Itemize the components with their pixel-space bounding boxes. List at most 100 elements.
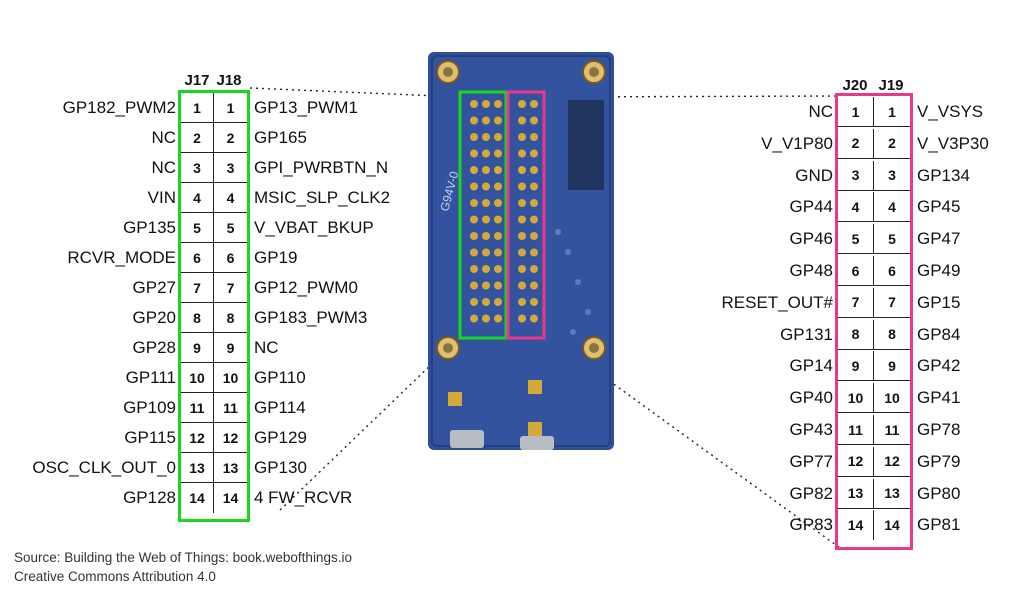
left-connector-box (178, 90, 250, 522)
pin-number-col1: 7 (838, 287, 874, 318)
pin-number-col1: 11 (181, 393, 214, 423)
header-pad (482, 314, 490, 323)
pin-number-col1: 14 (181, 483, 214, 513)
pin-number-col2: 7 (874, 288, 910, 318)
header-pad (518, 314, 526, 323)
pin-label-left: GP111 (125, 368, 176, 387)
pin-number-col2: 6 (874, 256, 910, 286)
header-pad (518, 100, 526, 108)
header-pad (482, 100, 490, 108)
pin-number-col2: 4 (874, 192, 910, 223)
header-pad (494, 100, 502, 108)
pin-label-right: GP49 (917, 261, 961, 280)
pin-number-col1: 10 (181, 363, 214, 393)
pin-label-left: GP77 (789, 451, 833, 471)
pin-number-col1: 1 (181, 93, 214, 123)
pin-label-right: GP12_PWM0 (254, 278, 358, 297)
pin-label-left: GP182_PWM2 (62, 98, 176, 117)
pin-label-left: GP115 (124, 428, 176, 447)
source-line: Source: Building the Web of Things: book… (14, 550, 352, 565)
pin-label-left: RCVR_MODE (67, 248, 176, 267)
header-pad (530, 232, 538, 240)
header-pad (518, 199, 526, 207)
pin-number-col1: 4 (181, 183, 214, 213)
pin-number-col2: 2 (874, 129, 910, 159)
pin-label-left: GP128 (123, 488, 176, 507)
header-pad (518, 116, 526, 125)
chip (568, 100, 604, 190)
pin-label-right: GP81 (917, 515, 961, 535)
header-pad (482, 116, 490, 125)
header-j17: J17 (184, 72, 210, 89)
header-pad (482, 215, 490, 224)
right-connector-box (835, 93, 913, 550)
header-pad (530, 215, 538, 224)
pin-label-left: GP83 (789, 515, 833, 535)
pin-number-col1: 5 (838, 224, 874, 255)
header-pad (530, 298, 538, 306)
pin-number-col1: 1 (838, 97, 874, 127)
header-pad (470, 182, 478, 191)
pin-label-right: GP84 (917, 324, 961, 344)
pin-label-right: MSIC_SLP_CLK2 (254, 188, 391, 207)
pin-label-left: GP14 (789, 356, 833, 376)
j17-j18-outline (458, 90, 508, 340)
edison-board: G94V-0 (428, 52, 614, 450)
pin-label-right: 4 FW_RCVR (254, 488, 353, 507)
pin-number-col2: 2 (214, 123, 247, 153)
pin-label-right: GPI_PWRBTN_N (254, 158, 389, 177)
pin-label-left: GP40 (789, 388, 833, 408)
pin-label-left: OSC_CLK_OUT_0 (32, 458, 176, 477)
pin-number-col2: 1 (874, 97, 910, 127)
header-pad (518, 149, 526, 158)
pin-number-col2: 10 (214, 363, 247, 393)
header-pad (530, 100, 538, 108)
header-pad (530, 248, 538, 257)
header-pad (530, 166, 538, 174)
header-pad (494, 232, 502, 240)
header-pad (518, 248, 526, 257)
pin-number-col1: 9 (838, 351, 874, 382)
pin-number-col1: 9 (181, 333, 214, 363)
pin-number-col2: 6 (214, 243, 247, 273)
header-pad (470, 149, 478, 158)
pin-label-right: V_VSYS (917, 102, 984, 121)
header-pad (518, 166, 526, 174)
pin-number-col2: 3 (874, 161, 910, 191)
pin-number-col1: 7 (181, 273, 214, 303)
pin-number-col2: 14 (884, 517, 900, 534)
pin-label-left: GP43 (789, 420, 833, 439)
header-pad (494, 199, 502, 207)
pin-number-col1: 13 (181, 453, 214, 483)
pin-label-left: VIN (147, 188, 176, 207)
pin-label-left: GP28 (132, 338, 176, 357)
header-pad (482, 149, 490, 158)
header-j18: J18 (216, 72, 242, 89)
pin-label-right: GP42 (917, 356, 961, 376)
header-pad (494, 133, 502, 141)
pin-label-left: GP109 (123, 398, 176, 417)
pin-number-col2: 11 (874, 415, 910, 445)
pin-number-col1: 11 (838, 415, 874, 445)
header-j20: J20 (842, 77, 868, 94)
header-pad (494, 314, 502, 323)
pin-number-col2: 5 (214, 213, 247, 243)
header-pad (530, 199, 538, 207)
